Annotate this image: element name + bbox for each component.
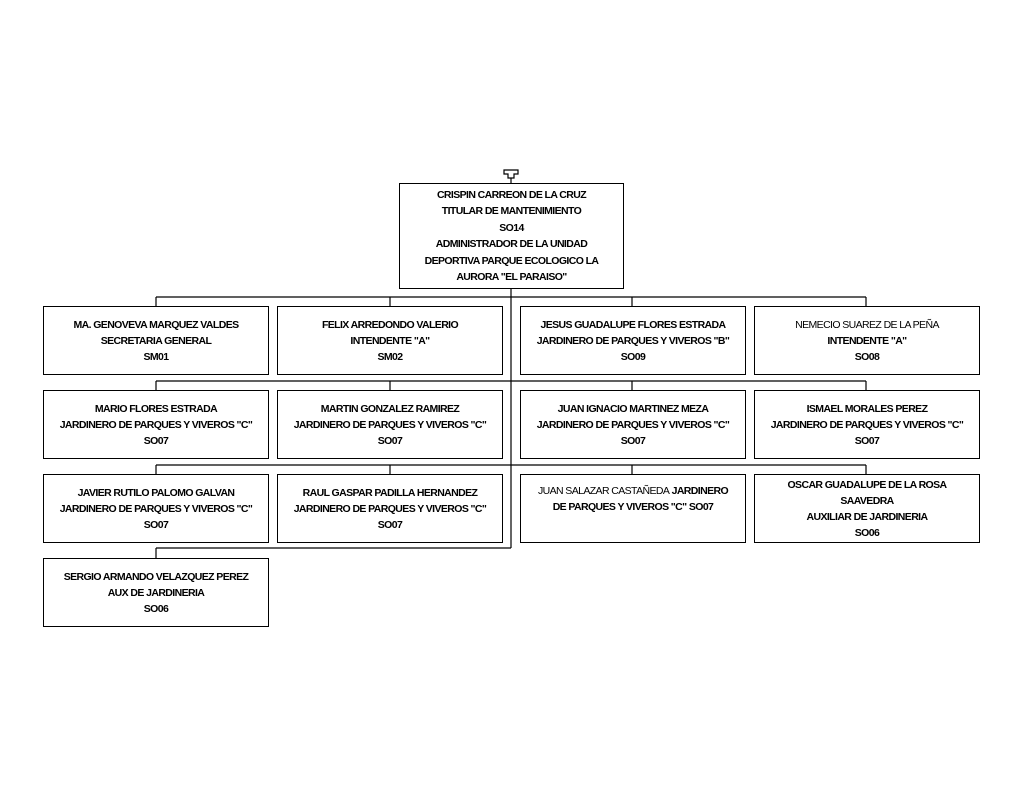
staff-code: SO07 (854, 434, 880, 447)
staff-position: AUXILIAR DE JARDINERIA (806, 510, 929, 523)
staff-name: RAUL GASPAR PADILLA HERNANDEZ (302, 486, 478, 499)
staff-name: ISMAEL MORALES PEREZ (806, 402, 928, 415)
staff-position: JARDINERO DE PARQUES Y VIVEROS "C" (59, 418, 253, 431)
staff-name: JUAN SALAZAR CASTAÑEDA (537, 485, 670, 497)
staff-code: SO07 (143, 434, 169, 447)
root-role-line-3: AURORA "EL PARAISO" (456, 271, 567, 283)
staff-position: INTENDENTE "A" (350, 334, 430, 347)
root-role-line-1: ADMINISTRADOR DE LA UNIDAD (435, 238, 588, 250)
staff-name: MARIO FLORES ESTRADA (94, 402, 218, 415)
staff-position: AUX DE JARDINERIA (107, 586, 205, 599)
staff-box-suarez[interactable]: NEMECIO SUAREZ DE LA PEÑA INTENDENTE "A"… (754, 306, 980, 375)
staff-position: JARDINERO DE PARQUES Y VIVEROS "C" (293, 502, 487, 515)
collapse-arrow-icon[interactable] (503, 169, 519, 183)
staff-box-marquez[interactable]: MA. GENOVEVA MARQUEZ VALDES SECRETARIA G… (43, 306, 269, 375)
staff-box-salazar[interactable]: JUAN SALAZAR CASTAÑEDA JARDINERO DE PARQ… (520, 474, 746, 543)
staff-box-palomo[interactable]: JAVIER RUTILO PALOMO GALVAN JARDINERO DE… (43, 474, 269, 543)
staff-box-gonzalez[interactable]: MARTIN GONZALEZ RAMIREZ JARDINERO DE PAR… (277, 390, 503, 459)
staff-code: SO09 (620, 350, 646, 363)
staff-code: SO07 (377, 434, 403, 447)
root-title: TITULAR DE MANTENIMIENTO (441, 205, 582, 217)
staff-box-martinez[interactable]: JUAN IGNACIO MARTINEZ MEZA JARDINERO DE … (520, 390, 746, 459)
staff-box-arredondo[interactable]: FELIX ARREDONDO VALERIO INTENDENTE "A" S… (277, 306, 503, 375)
staff-code: SM02 (377, 350, 403, 363)
root-box[interactable]: CRISPIN CARREON DE LA CRUZ TITULAR DE MA… (399, 183, 624, 289)
staff-position: INTENDENTE "A" (827, 334, 907, 347)
staff-name: OSCAR GUADALUPE DE LA ROSA (787, 478, 947, 491)
staff-position: JARDINERO DE PARQUES Y VIVEROS "C" (59, 502, 253, 515)
staff-code: SO07 (377, 518, 403, 531)
root-code: SO14 (499, 221, 524, 234)
staff-box-velazquez[interactable]: SERGIO ARMANDO VELAZQUEZ PEREZ AUX DE JA… (43, 558, 269, 627)
staff-box-de-la-rosa[interactable]: OSCAR GUADALUPE DE LA ROSA SAAVEDRA AUXI… (754, 474, 980, 543)
staff-position: SECRETARIA GENERAL (100, 334, 212, 347)
staff-code: SO08 (854, 350, 880, 363)
staff-code: SO06 (143, 602, 169, 615)
staff-position: JARDINERO DE PARQUES Y VIVEROS "C" (770, 418, 964, 431)
staff-position: JARDINERO DE PARQUES Y VIVEROS "C" (293, 418, 487, 431)
staff-position: JARDINERO DE PARQUES Y VIVEROS "C" (536, 418, 730, 431)
staff-code: SO06 (854, 526, 880, 539)
root-role-line-2: DEPORTIVA PARQUE ECOLOGICO LA (424, 254, 599, 267)
staff-position: DE PARQUES Y VIVEROS "C" SO07 (552, 501, 714, 513)
staff-box-padilla[interactable]: RAUL GASPAR PADILLA HERNANDEZ JARDINERO … (277, 474, 503, 543)
root-name: CRISPIN CARREON DE LA CRUZ (436, 188, 587, 201)
staff-name: MA. GENOVEVA MARQUEZ VALDES (73, 318, 239, 331)
staff-name: MARTIN GONZALEZ RAMIREZ (320, 402, 460, 415)
staff-box-flores-estrada-mario[interactable]: MARIO FLORES ESTRADA JARDINERO DE PARQUE… (43, 390, 269, 459)
staff-box-morales[interactable]: ISMAEL MORALES PEREZ JARDINERO DE PARQUE… (754, 390, 980, 459)
staff-code: SM01 (143, 350, 169, 363)
staff-name: FELIX ARREDONDO VALERIO (321, 318, 459, 331)
staff-name: NEMECIO SUAREZ DE LA PEÑA (795, 318, 939, 331)
staff-code: SO07 (143, 518, 169, 531)
staff-position: JARDINERO DE PARQUES Y VIVEROS "B" (536, 334, 730, 347)
staff-name-line: JUAN SALAZAR CASTAÑEDA JARDINERO (537, 483, 729, 499)
staff-name: SERGIO ARMANDO VELAZQUEZ PEREZ (63, 570, 249, 583)
staff-code: SO07 (620, 434, 646, 447)
staff-name: JUAN IGNACIO MARTINEZ MEZA (557, 402, 709, 415)
staff-box-flores-estrada-jesus[interactable]: JESUS GUADALUPE FLORES ESTRADA JARDINERO… (520, 306, 746, 375)
staff-name: JAVIER RUTILO PALOMO GALVAN (77, 486, 235, 499)
staff-position-start: JARDINERO (669, 485, 729, 497)
staff-name-cont: SAAVEDRA (840, 494, 894, 507)
staff-name: JESUS GUADALUPE FLORES ESTRADA (540, 318, 726, 331)
